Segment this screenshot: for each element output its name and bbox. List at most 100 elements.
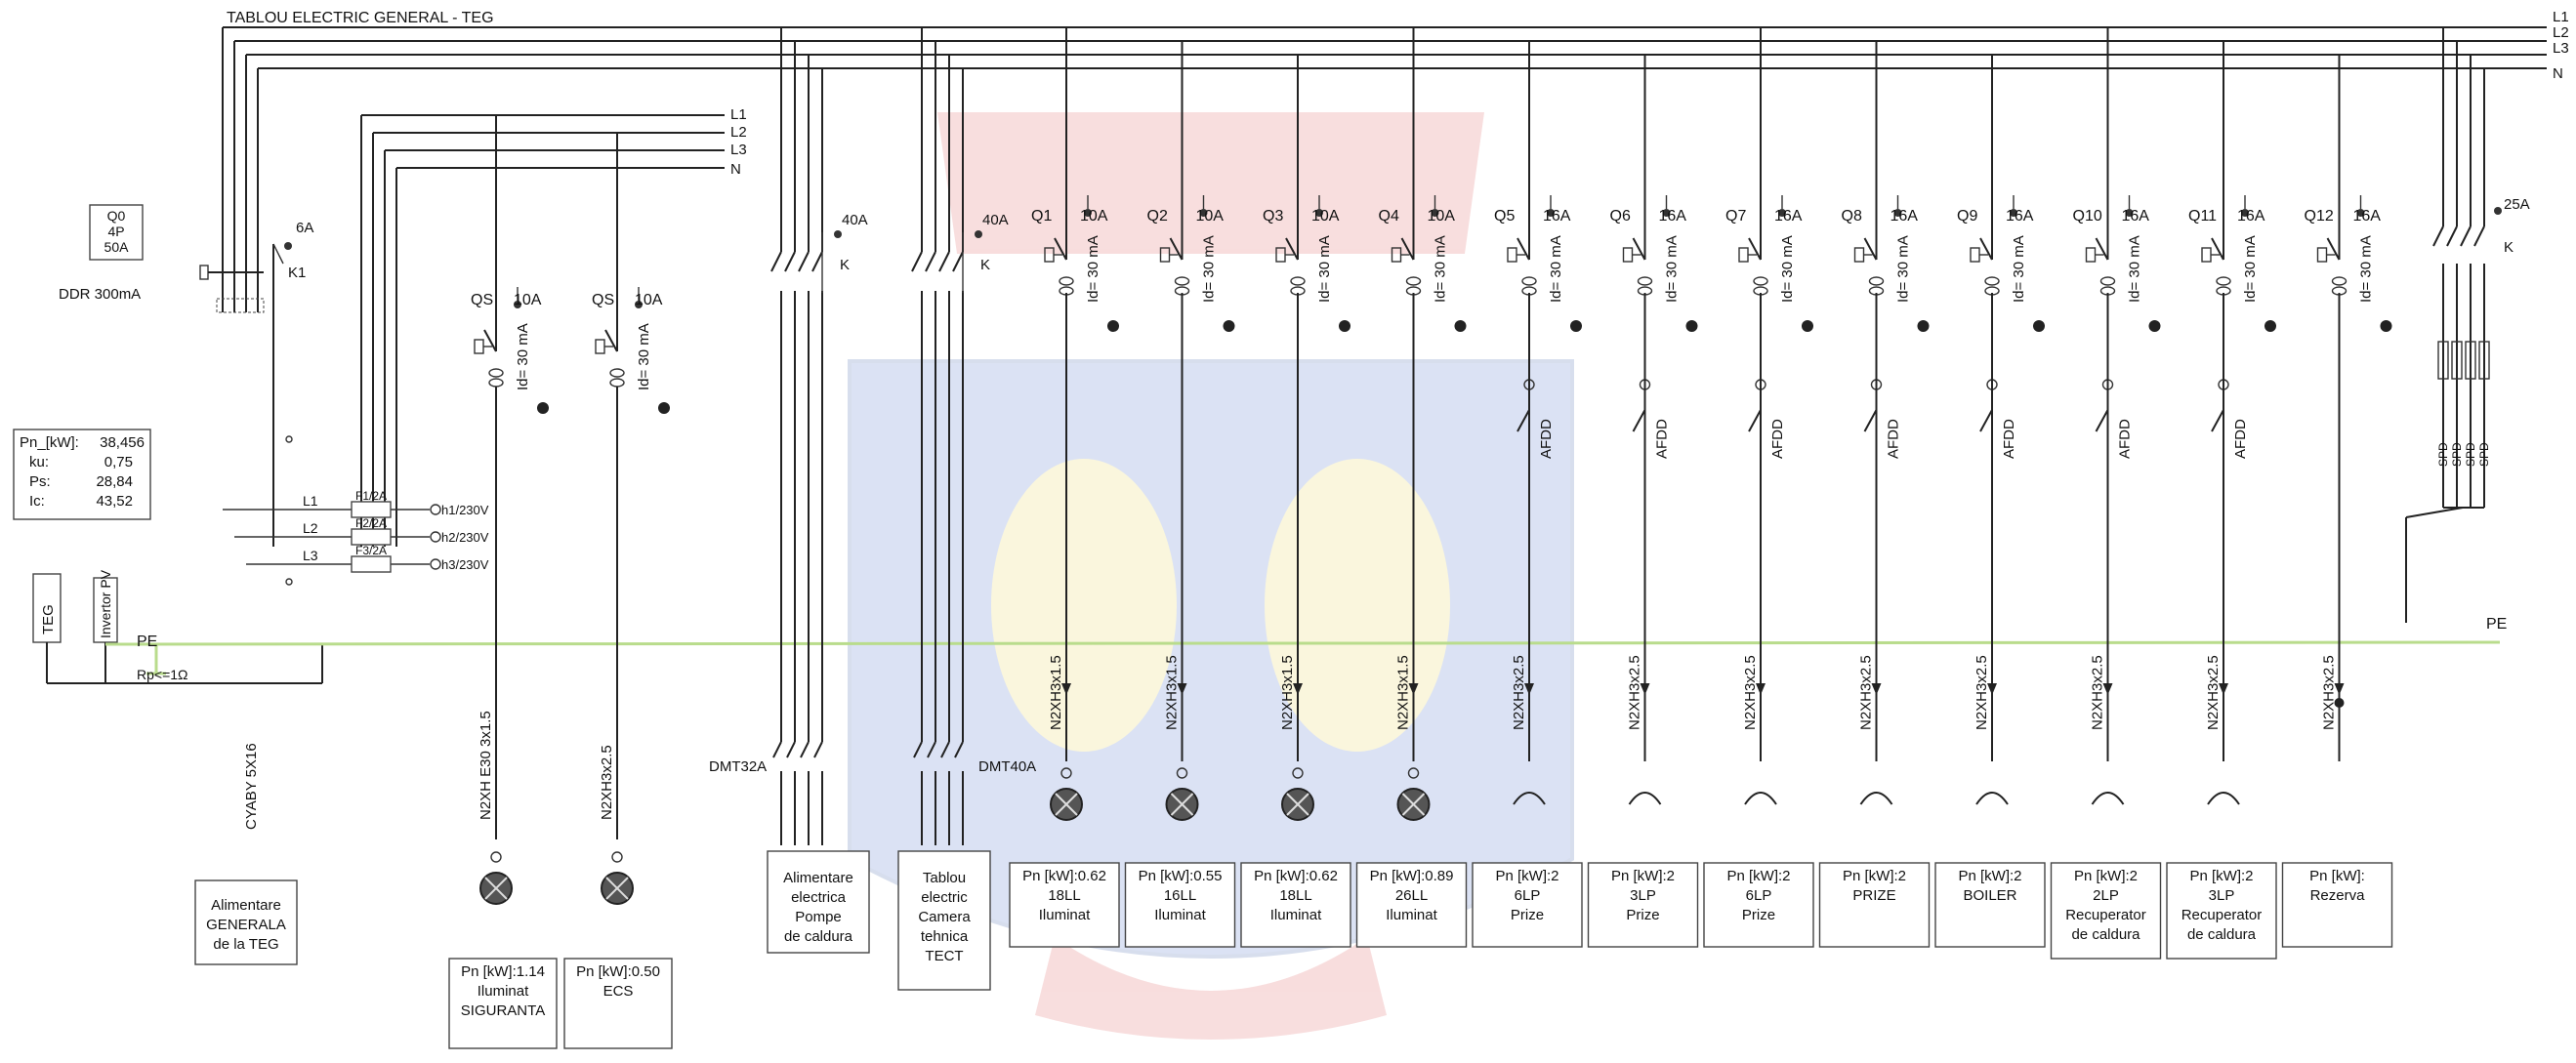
- afdd-label: AFDD: [2232, 419, 2249, 459]
- breaker-rating: 10A: [1080, 208, 1108, 225]
- diagram-label: PE: [137, 634, 157, 650]
- afdd-label: AFDD: [2117, 419, 2134, 459]
- power-rating: Pn [kW]:0.50: [576, 963, 660, 980]
- breaker-id: Q3: [1263, 208, 1283, 225]
- feed-box: Alimentare GENERALA de la TEG: [194, 879, 298, 965]
- diagram-label: ku:: [29, 454, 49, 470]
- breaker-rating: 16A: [2006, 208, 2034, 225]
- load-description: 2LP: [2093, 887, 2119, 904]
- breaker-rating: 10A: [514, 292, 542, 308]
- load-description: Recuperator: [2181, 907, 2263, 923]
- rcd-rating: Id= 30 mA: [515, 323, 531, 390]
- power-rating: Pn [kW]:2: [1958, 868, 2021, 884]
- load-description: 18LL: [1048, 887, 1080, 904]
- contactor-label: K: [980, 257, 990, 273]
- breaker-id: Q1: [1031, 208, 1052, 225]
- diagram-label: L1: [303, 493, 318, 509]
- feeder-description: Alimentare: [783, 870, 853, 886]
- spd-label: SPD: [2477, 442, 2491, 467]
- diagram-label: F2/2A: [355, 516, 387, 530]
- power-rating: Pn [kW]:0.55: [1139, 868, 1223, 884]
- cable-type: N2XH3x2.5: [1858, 655, 1875, 730]
- cable-type: N2XH3x2.5: [2321, 655, 2338, 730]
- breaker-id: Q4: [1379, 208, 1399, 225]
- load-description: 3LP: [2209, 887, 2235, 904]
- diagram-label: h3/230V: [441, 557, 489, 572]
- power-rating: Pn [kW]:2: [1843, 868, 1906, 884]
- load-description: Iluminat: [1154, 907, 1206, 923]
- diagram-title: TABLOU ELECTRIC GENERAL - TEG: [227, 10, 494, 26]
- spd-rating: 25A: [2504, 196, 2530, 213]
- cable-type: N2XH3x1.5: [1395, 655, 1412, 730]
- sub-bus: [360, 114, 725, 547]
- load-description: Iluminat: [478, 983, 529, 1000]
- diagram-label: TEG: [40, 604, 57, 634]
- power-rating: Pn [kW]:0.89: [1370, 868, 1454, 884]
- breaker-rating: 10A: [1311, 208, 1340, 225]
- load-description: Prize: [1742, 907, 1775, 923]
- diagram-label: 6A: [296, 220, 313, 236]
- diagram-label: h1/230V: [441, 503, 489, 517]
- k1-contactor: 6A K1: [272, 220, 313, 547]
- watermark-crest: [848, 112, 1574, 1040]
- breaker-rating: 10A: [635, 292, 663, 308]
- load-description: Prize: [1626, 907, 1659, 923]
- rcd-rating: Id= 30 mA: [2358, 235, 2375, 303]
- diagram-label: 38,456: [100, 434, 145, 451]
- diagram-label: Rp<=1Ω: [137, 667, 188, 682]
- diagram-label: Ps:: [29, 473, 51, 490]
- cable-type: N2XH3x2.5: [2205, 655, 2222, 730]
- sub-bus-label-n: N: [730, 161, 741, 178]
- diagram-label: Q0: [107, 208, 126, 224]
- breaker-id: QS: [471, 292, 493, 308]
- diagram-label: 28,84: [96, 473, 133, 490]
- breaker-rating: 16A: [1774, 208, 1803, 225]
- diagram-label: F3/2A: [355, 544, 387, 557]
- diagram-label: 50A: [104, 239, 130, 255]
- load-description: Rezerva: [2310, 887, 2366, 904]
- cable-type: N2XH3x1.5: [1048, 655, 1064, 730]
- breaker-rating: 10A: [1196, 208, 1225, 225]
- load-description: ECS: [603, 983, 634, 1000]
- load-description: 16LL: [1164, 887, 1196, 904]
- breaker-rating: 16A: [1659, 208, 1687, 225]
- bus-label-l3: L3: [2553, 40, 2569, 57]
- afdd-label: AFDD: [1886, 419, 1902, 459]
- power-rating: Pn [kW]:2: [2189, 868, 2253, 884]
- load-description: SIGURANTA: [461, 1002, 545, 1019]
- rcd-label: DDR 300mA: [59, 286, 141, 303]
- diagram-label: Ic:: [29, 493, 45, 510]
- feeder-description: Tablou: [923, 870, 966, 886]
- diagram-label: L3: [303, 548, 318, 563]
- breaker-id: Q11: [2188, 208, 2217, 225]
- power-rating: Pn [kW]:2: [1611, 868, 1675, 884]
- load-description: Iluminat: [1039, 907, 1091, 923]
- feeder-description: electrica: [791, 889, 847, 906]
- load-description: Recuperator: [2065, 907, 2146, 923]
- cable-type: N2XH3x1.5: [1164, 655, 1181, 730]
- bus-label-l2: L2: [2553, 24, 2569, 41]
- cable-type: N2XH3x1.5: [1279, 655, 1296, 730]
- breaker-rating: 16A: [2122, 208, 2150, 225]
- dmt-label: DMT40A: [978, 758, 1036, 775]
- rcd-rating: Id= 30 mA: [2242, 235, 2259, 303]
- diagram-label: L2: [303, 520, 318, 536]
- rcd-rating: Id= 30 mA: [1316, 235, 1333, 303]
- rcd-rating: Id= 30 mA: [1433, 235, 1449, 303]
- diagram-label: 43,52: [96, 493, 133, 510]
- main-bus: [222, 26, 2547, 264]
- spd-label: SPD: [2436, 442, 2450, 467]
- breaker-id: QS: [592, 292, 614, 308]
- feeder-description: electric: [921, 889, 968, 906]
- rcd-rating: Id= 30 mA: [1085, 235, 1101, 303]
- load-description: 18LL: [1279, 887, 1311, 904]
- dmt-label: DMT32A: [709, 758, 767, 775]
- contactor-rating: 40A: [842, 212, 868, 228]
